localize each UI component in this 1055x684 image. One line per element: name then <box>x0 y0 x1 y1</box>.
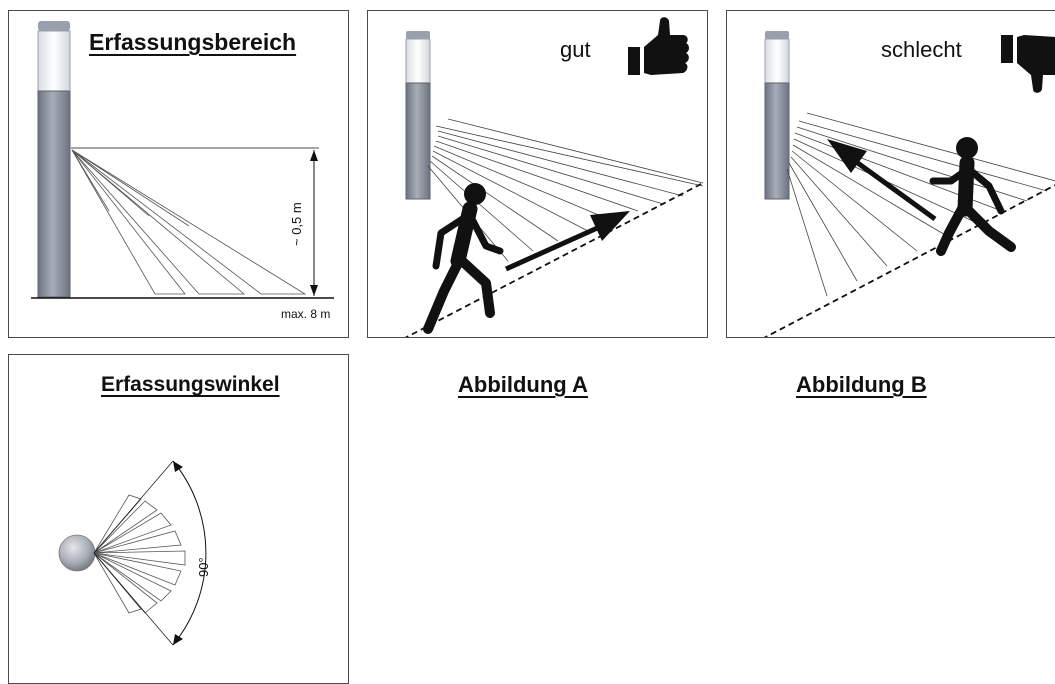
detection-angle-title: Erfassungswinkel <box>101 373 280 396</box>
caption-abbildung-b: Abbildung B <box>796 372 927 397</box>
height-label: ~ 0,5 m <box>289 202 304 246</box>
good-label: gut <box>560 37 591 62</box>
sensor-icon <box>58 534 96 572</box>
good-example-diagram <box>404 17 704 337</box>
bad-example-diagram <box>763 31 1055 337</box>
walking-person-icon <box>423 183 504 334</box>
bad-example-panel: schlecht <box>726 10 1055 338</box>
pole-icon <box>764 31 790 200</box>
pole-icon <box>37 21 71 298</box>
distance-label: max. 8 m <box>281 307 331 321</box>
arrow-right-icon <box>590 211 630 241</box>
bad-label: schlecht <box>881 37 962 62</box>
thumbs-up-icon <box>628 17 689 75</box>
detection-angle-diagram <box>58 460 207 646</box>
detection-angle-panel: Erfassungswinkel 90° <box>8 354 349 684</box>
caption-abbildung-a: Abbildung A <box>458 372 588 397</box>
detection-zones <box>71 149 307 295</box>
detection-range-diagram <box>31 21 334 299</box>
detection-range-title: Erfassungsbereich <box>89 29 297 55</box>
detection-zones <box>427 118 704 262</box>
arrow-left-icon <box>827 139 867 173</box>
pole-icon <box>405 31 431 200</box>
detection-zones <box>786 112 1055 297</box>
thumbs-down-icon <box>1001 35 1055 93</box>
detection-zones <box>93 494 186 614</box>
good-example-panel: gut <box>367 10 708 338</box>
angle-label: 90° <box>196 557 211 577</box>
detection-range-panel: Erfassungsbereich ~ 0,5 m max. 8 m <box>8 10 349 338</box>
walking-person-icon <box>929 137 1016 256</box>
